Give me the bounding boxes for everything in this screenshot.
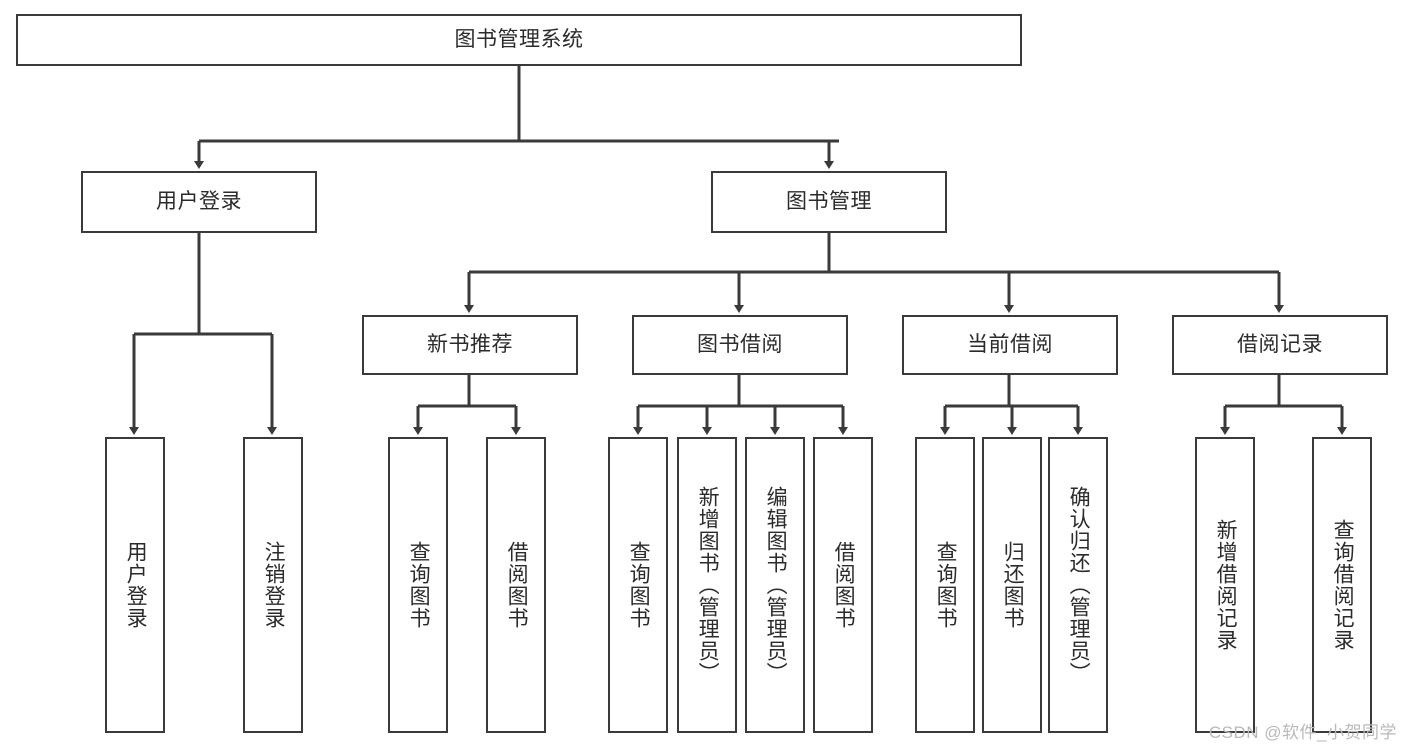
leaf-node-label: 新增借阅记录 xyxy=(1214,519,1238,651)
node-new-book-recommend-label: 新书推荐 xyxy=(427,333,513,357)
leaf-node-label: 用户登录 xyxy=(124,541,148,629)
node-borrow-record[interactable]: 借阅记录 xyxy=(1172,315,1388,375)
leaf-node-label: 编辑图书（管理员） xyxy=(764,486,788,684)
leaf-node[interactable]: 新增借阅记录 xyxy=(1195,437,1255,733)
node-user-login[interactable]: 用户登录 xyxy=(81,171,317,233)
leaf-node[interactable]: 归还图书 xyxy=(982,437,1042,733)
node-new-book-recommend[interactable]: 新书推荐 xyxy=(362,315,578,375)
leaf-node-label: 归还图书 xyxy=(1001,541,1025,629)
leaf-node-label: 新增图书（管理员） xyxy=(696,486,720,684)
leaf-node[interactable]: 查询图书 xyxy=(915,437,975,733)
leaf-node[interactable]: 用户登录 xyxy=(105,437,165,733)
node-current-borrow[interactable]: 当前借阅 xyxy=(902,315,1118,375)
node-book-management[interactable]: 图书管理 xyxy=(711,171,947,233)
node-book-borrow[interactable]: 图书借阅 xyxy=(632,315,848,375)
leaf-node[interactable]: 注销登录 xyxy=(243,437,303,733)
leaf-node[interactable]: 查询图书 xyxy=(388,437,448,733)
leaf-node[interactable]: 编辑图书（管理员） xyxy=(745,437,805,733)
leaf-node[interactable]: 确认归还（管理员） xyxy=(1048,437,1108,733)
leaf-node-label: 借阅图书 xyxy=(505,541,529,629)
node-book-borrow-label: 图书借阅 xyxy=(697,333,783,357)
leaf-node-label: 借阅图书 xyxy=(832,541,856,629)
leaf-node-label: 查询图书 xyxy=(627,541,651,629)
node-user-login-label: 用户登录 xyxy=(156,190,242,214)
node-current-borrow-label: 当前借阅 xyxy=(967,333,1053,357)
leaf-node-label: 查询借阅记录 xyxy=(1331,519,1355,651)
leaf-node-label: 确认归还（管理员） xyxy=(1067,486,1091,684)
node-root[interactable]: 图书管理系统 xyxy=(16,14,1022,66)
leaf-node[interactable]: 新增图书（管理员） xyxy=(677,437,737,733)
leaf-node[interactable]: 借阅图书 xyxy=(486,437,546,733)
node-book-management-label: 图书管理 xyxy=(786,190,872,214)
leaf-node-label: 注销登录 xyxy=(262,541,286,629)
node-root-label: 图书管理系统 xyxy=(454,28,584,52)
leaf-node-label: 查询图书 xyxy=(934,541,958,629)
leaf-node[interactable]: 借阅图书 xyxy=(813,437,873,733)
leaf-node[interactable]: 查询借阅记录 xyxy=(1312,437,1372,733)
leaf-node[interactable]: 查询图书 xyxy=(608,437,668,733)
leaf-node-label: 查询图书 xyxy=(407,541,431,629)
node-borrow-record-label: 借阅记录 xyxy=(1237,333,1323,357)
